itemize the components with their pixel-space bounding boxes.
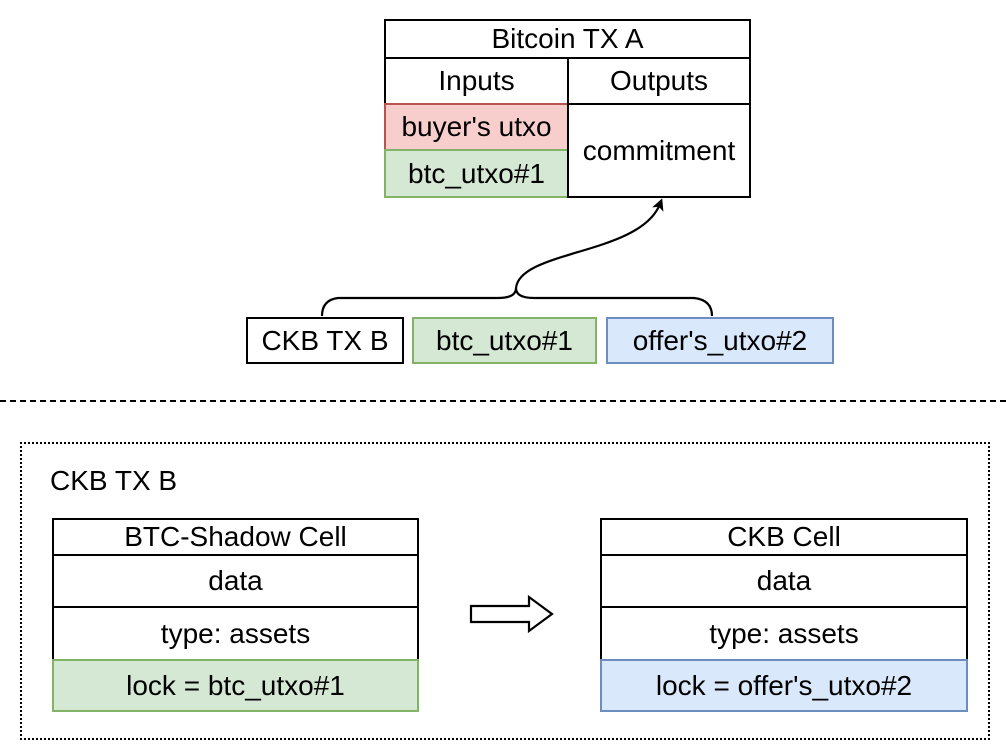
input-btc-utxo-1: btc_utxo#1 <box>384 149 569 198</box>
btc-shadow-cell-name: BTC-Shadow Cell <box>52 518 419 556</box>
bitcoin-tx-title: Bitcoin TX A <box>384 19 751 59</box>
output-commitment: commitment <box>567 103 751 198</box>
ckb-cell: CKB Cell data type: assets lock = offer'… <box>600 518 968 712</box>
btc-shadow-cell-lock: lock = btc_utxo#1 <box>52 659 419 712</box>
btc-utxo-1-ref: btc_utxo#1 <box>412 317 597 364</box>
btc-shadow-cell: BTC-Shadow Cell data type: assets lock =… <box>52 518 419 712</box>
hollow-right-arrow-icon <box>469 594 554 634</box>
ckb-cell-data: data <box>600 554 968 608</box>
offer-utxo-2-ref: offer's_utxo#2 <box>606 317 834 364</box>
ckb-cell-lock: lock = offer's_utxo#2 <box>600 659 968 712</box>
input-buyers-utxo: buyer's utxo <box>384 103 569 151</box>
section-divider <box>0 400 1006 402</box>
btc-shadow-cell-type: type: assets <box>52 606 419 661</box>
ckb-tx-title: CKB TX B <box>50 465 178 496</box>
commitment-arrow <box>514 198 664 289</box>
ckb-tx-frame <box>20 442 990 740</box>
ckb-tx-b-ref: CKB TX B <box>246 317 404 364</box>
outputs-header: Outputs <box>567 57 751 105</box>
ckb-cell-name: CKB Cell <box>600 518 968 556</box>
ckb-cell-type: type: assets <box>600 606 968 661</box>
